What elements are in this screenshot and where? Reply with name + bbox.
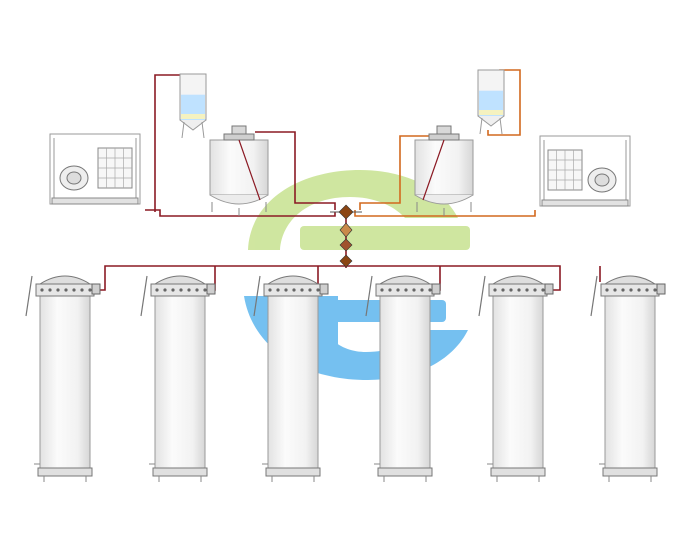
filter-housing-1 [25, 275, 101, 482]
filter-housings [25, 275, 666, 482]
filter-housing-4 [365, 275, 441, 482]
valve-1[interactable] [330, 204, 362, 220]
top-piping [145, 69, 536, 268]
filter-housing-3 [253, 275, 329, 482]
left-feed-tank [179, 73, 207, 139]
feed-tanks [179, 69, 505, 139]
valve-2[interactable] [339, 222, 353, 238]
right-feed-tank [477, 69, 505, 135]
left-mixing-reactor [209, 125, 269, 216]
mixing-reactors [209, 125, 474, 216]
watermark-green-bar [300, 226, 470, 250]
filter-housing-6 [590, 275, 666, 482]
filter-housing-5 [478, 275, 554, 482]
valve-3[interactable] [339, 238, 353, 252]
manifold-valves [330, 204, 362, 268]
valve-4[interactable] [339, 254, 353, 268]
pipe-right-main-line [354, 210, 536, 217]
right-ibc-station [539, 135, 631, 207]
pipe-left-reactor-line [255, 131, 336, 210]
filter-housing-2 [140, 275, 216, 482]
pipe-left-main-line [145, 209, 336, 217]
pipe-right-reactor-line [359, 135, 430, 210]
watermark-green-arc [248, 170, 458, 250]
pipe-header-main [100, 265, 561, 291]
left-ibc-station [49, 133, 141, 205]
right-mixing-reactor [414, 125, 474, 216]
ibc-stations [49, 133, 631, 207]
